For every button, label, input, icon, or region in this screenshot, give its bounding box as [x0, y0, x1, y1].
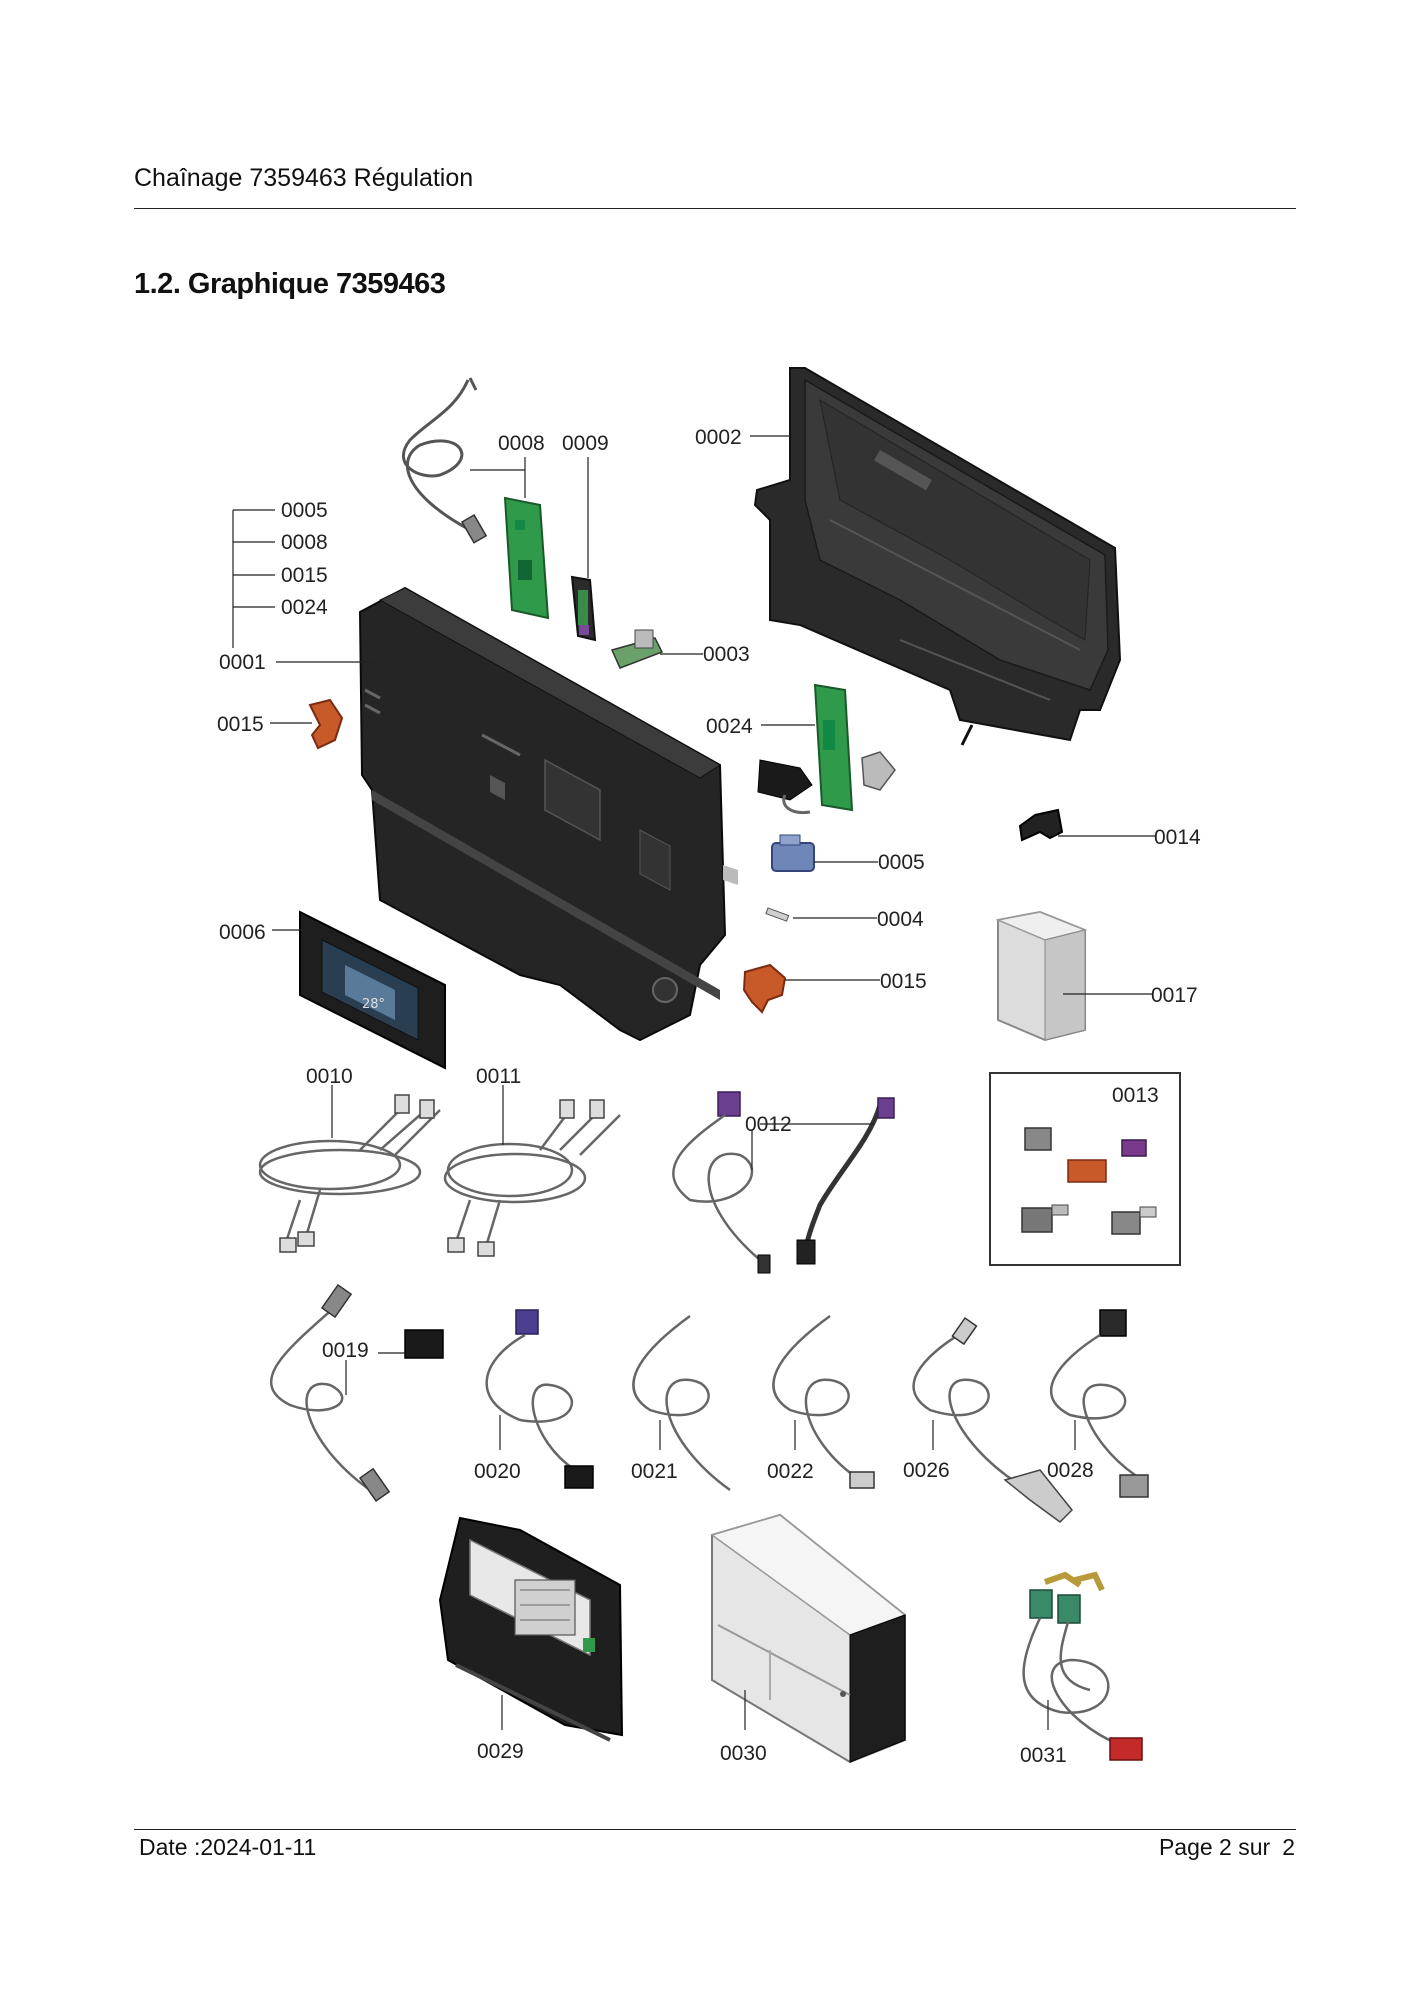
group-label-0015: 0015	[281, 564, 328, 587]
part-0006-display: 28°	[299, 910, 446, 1070]
part-0019-cable	[269, 1283, 444, 1502]
label-0003: 0003	[703, 643, 750, 666]
label-0006: 0006	[219, 921, 266, 944]
top-cable	[402, 377, 488, 544]
part-0022-cable	[772, 1314, 875, 1489]
label-0026: 0026	[903, 1459, 950, 1482]
label-0004: 0004	[877, 908, 924, 931]
part-0020-cable	[485, 1309, 594, 1489]
part-0017-grey-box	[995, 910, 1088, 1042]
label-0013: 0013	[1112, 1084, 1159, 1107]
part-0010-harness	[258, 1094, 441, 1253]
label-0008: 0008	[498, 432, 545, 455]
label-0002: 0002	[695, 426, 742, 449]
label-0022: 0022	[767, 1460, 814, 1483]
label-0014: 0014	[1154, 826, 1201, 849]
label-0031: 0031	[1020, 1744, 1067, 1767]
label-0010: 0010	[306, 1065, 353, 1088]
part-0021-cable	[632, 1314, 731, 1492]
part-0029-base-frame	[438, 1516, 624, 1742]
label-0005: 0005	[878, 851, 925, 874]
label-0019: 0019	[322, 1339, 369, 1362]
label-0024: 0024	[706, 715, 753, 738]
footer-page-number: Page 2 sur 2	[1159, 1834, 1295, 1861]
label-0001: 0001	[219, 651, 266, 674]
label-0015-left: 0015	[217, 713, 264, 736]
footer-rule	[134, 1829, 1296, 1830]
group-label-0005: 0005	[281, 499, 328, 522]
part-0001-main-housing	[358, 586, 738, 1042]
part-0003-module	[610, 629, 664, 669]
label-0021: 0021	[631, 1460, 678, 1483]
part-0002-back-panel	[753, 367, 1122, 746]
part-0014-clip	[1018, 808, 1064, 842]
part-0008-pcb	[503, 496, 550, 620]
group-label-0024: 0024	[281, 596, 328, 619]
label-0011: 0011	[476, 1065, 521, 1088]
part-0005-blue-connector	[771, 834, 815, 872]
part-0009-small-board	[570, 575, 597, 642]
part-0004-pin	[765, 907, 790, 922]
group-label-0008: 0008	[281, 531, 328, 554]
label-0028: 0028	[1047, 1459, 1094, 1482]
header-rule	[134, 208, 1296, 209]
part-0028-cable	[1049, 1309, 1149, 1498]
label-0015-right: 0015	[880, 970, 927, 993]
part-0024-pcb-assembly	[757, 683, 896, 815]
footer-date: Date :2024-01-11	[139, 1834, 317, 1860]
label-0009: 0009	[562, 432, 609, 455]
page-total: 2	[1282, 1834, 1295, 1860]
label-0020: 0020	[474, 1460, 521, 1483]
label-0017: 0017	[1151, 984, 1198, 1007]
part-0015-clip-left	[308, 698, 344, 750]
section-title: 1.2. Graphique 7359463	[134, 268, 446, 300]
part-0012-cables	[672, 1091, 895, 1274]
label-0030: 0030	[720, 1742, 767, 1765]
part-0011-harness	[443, 1099, 621, 1257]
document-header-title: Chaînage 7359463 Régulation	[134, 164, 474, 192]
page-label: Page 2 sur	[1158, 1834, 1271, 1860]
part-0026-cable	[912, 1316, 1074, 1523]
label-0029: 0029	[477, 1740, 524, 1763]
part-0013-connector-kit	[989, 1072, 1181, 1266]
part-0015-clip-right	[742, 963, 787, 1014]
bracket-group	[232, 509, 275, 648]
label-0012: 0012	[745, 1113, 792, 1136]
part-0031-sensor-cable	[1022, 1571, 1143, 1761]
part-0030-cover	[710, 1513, 907, 1764]
svg-text:28°: 28°	[362, 997, 385, 1012]
